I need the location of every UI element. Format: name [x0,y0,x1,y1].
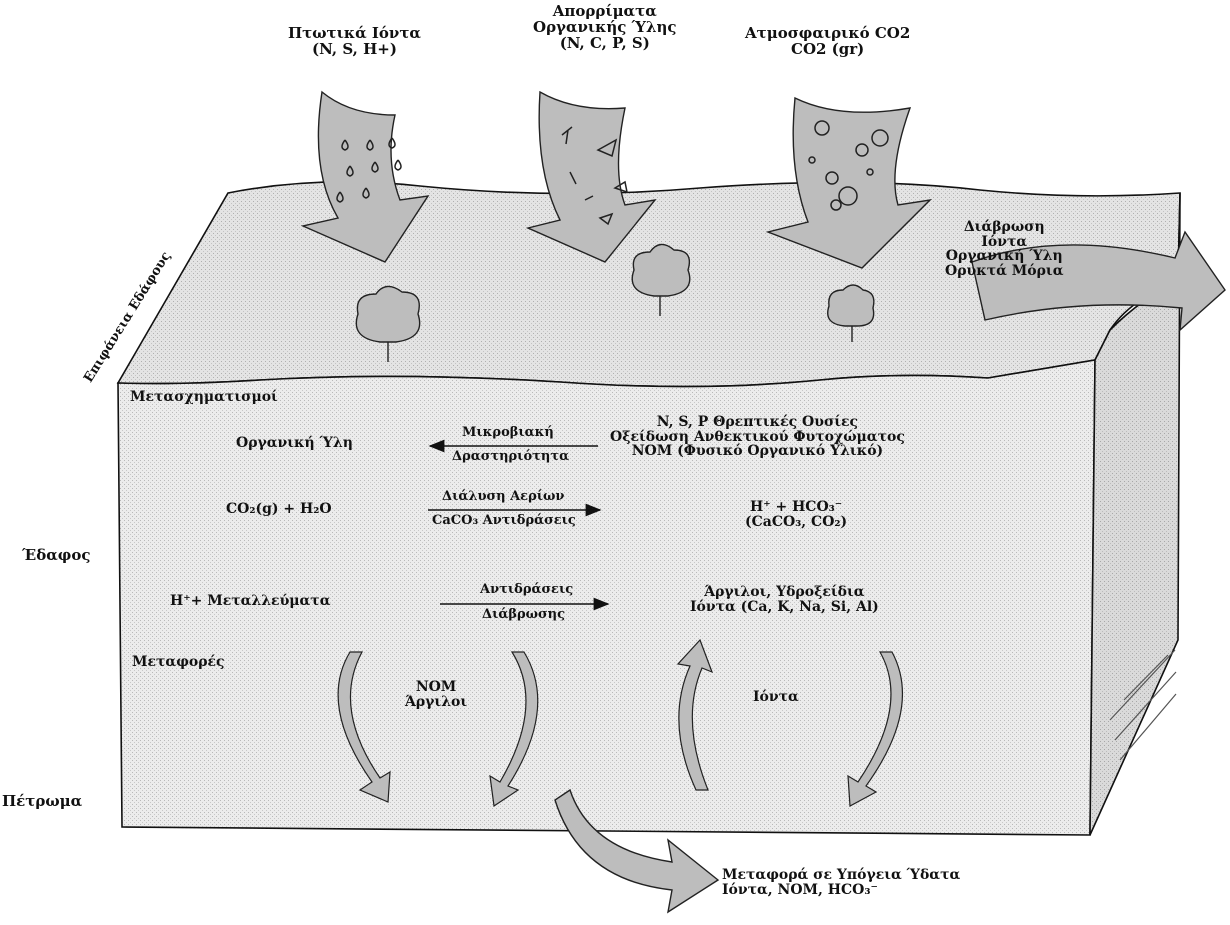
reaction-1-product-2: Οξείδωση Ανθεκτικού Φυτοχώματος [610,430,905,445]
rock-label: Πέτρωμα [2,794,82,810]
runoff-label-line4: Ορυκτά Μόρια [945,264,1063,279]
runoff-label: Διάβρωση Ιόντα Οργανική Ύλη Ορυκτά Μόρια [945,220,1063,279]
groundwater-label: Μεταφορά σε Υπόγεια Ύδατα Ιόντα, NOM, HC… [722,868,960,897]
reaction-3-below: Διάβρωσης [482,608,565,622]
transport-ions: Ιόντα [753,690,799,705]
reaction-3-product-2: Ιόντα (Ca, K, Na, Si, Al) [690,600,879,615]
groundwater-line1: Μεταφορά σε Υπόγεια Ύδατα [722,868,960,883]
precipitation-label-line2: (N, S, H+) [288,42,421,58]
reaction-3-products: Άργιλοι, Υδροξείδια Ιόντα (Ca, K, Na, Si… [690,585,879,614]
reaction-1-left: Οργανική Ύλη [236,436,353,451]
reaction-2-product-2: (CaCO₃, CO₂) [745,515,847,530]
transport-nom: NOM [405,680,467,695]
runoff-label-line3: Οργανική Ύλη [945,249,1063,264]
organic-waste-label-line3: (N, C, P, S) [533,36,677,52]
runoff-label-line2: Ιόντα [945,235,1063,250]
transport-clays: Άργιλοι [405,695,467,710]
reaction-3-product-1: Άργιλοι, Υδροξείδια [690,585,879,600]
co2-label: Ατμοσφαιρικό CO2 CO2 (gr) [745,26,910,58]
reaction-3-above: Αντιδράσεις [480,583,573,597]
reaction-1-below: Δραστηριότητα [452,450,569,464]
transformations-heading: Μετασχηματισμοί [130,390,278,405]
precipitation-label: Πτωτικά Ιόντα (N, S, H+) [288,26,421,58]
groundwater-line2: Ιόντα, NOM, HCO₃⁻ [722,883,960,898]
reaction-2-above: Διάλυση Αερίων [442,490,564,504]
reaction-1-product-1: N, S, P Θρεπτικές Ουσίες [610,415,905,430]
reaction-3-left: H⁺+ Μεταλλεύματα [170,594,331,609]
reaction-1-products: N, S, P Θρεπτικές Ουσίες Οξείδωση Ανθεκτ… [610,415,905,459]
reaction-1-above: Μικροβιακή [462,426,554,440]
reaction-2-left: CO₂(g) + H₂O [226,502,332,517]
reaction-1-product-3: NOM (Φυσικό Οργανικό Υλικό) [610,444,905,459]
reaction-2-below: CaCO₃ Αντιδράσεις [432,514,576,528]
organic-waste-label: Απορρίματα Οργανικής Ύλης (N, C, P, S) [533,4,677,51]
soil-label: Έδαφος [22,548,90,564]
reaction-2-products: H⁺ + HCO₃⁻ (CaCO₃, CO₂) [745,500,847,529]
transport-left-label: NOM Άργιλοι [405,680,467,709]
transport-heading: Μεταφορές [132,655,225,670]
co2-label-line2: CO2 (gr) [745,42,910,58]
reaction-2-product-1: H⁺ + HCO₃⁻ [745,500,847,515]
runoff-label-line1: Διάβρωση [945,220,1063,235]
